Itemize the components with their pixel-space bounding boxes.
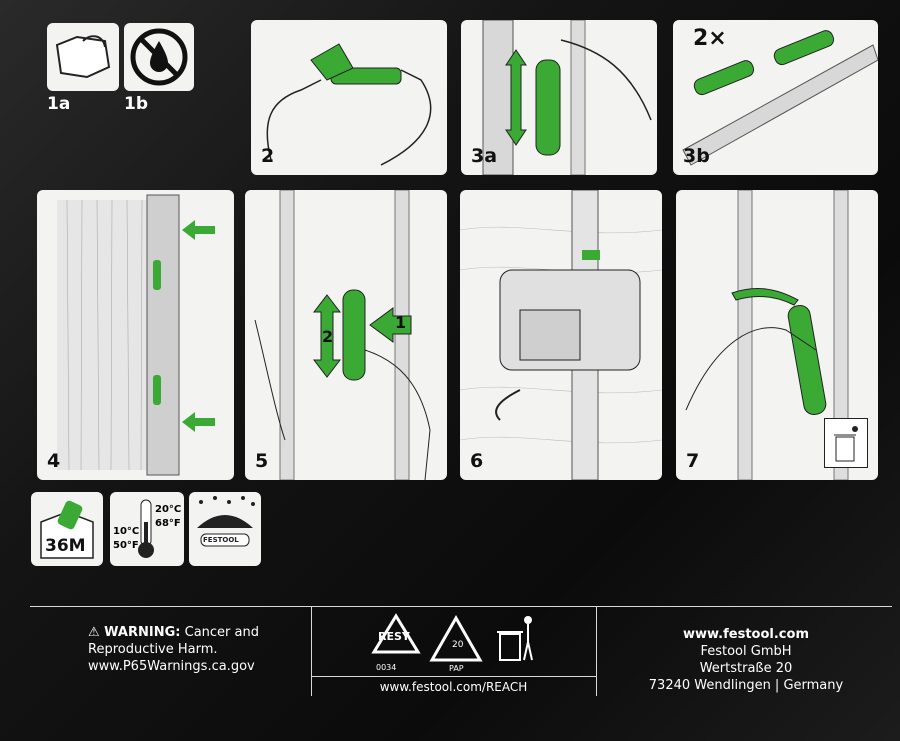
resy-recycle-icon (371, 613, 421, 654)
umbrella-rain-icon (197, 496, 255, 547)
open-box-icon (40, 500, 94, 559)
panel-temperature: 20°C 68°F 10°C 50°F (110, 492, 184, 566)
pap-recycle-icon (429, 614, 483, 662)
resy-label: RESY (378, 630, 410, 643)
two-strips-illustration (682, 30, 878, 166)
label-4: 4 (47, 450, 61, 472)
peel-strip-illustration (266, 43, 432, 166)
recycling-icons (371, 613, 533, 662)
panel-7: 7 (676, 190, 878, 480)
panel-3a: 3a (461, 20, 657, 175)
footer-divider-right (596, 606, 597, 696)
company-block: www.festool.com Festool GmbH Wertstraße … (600, 626, 892, 694)
warning-text-2: Reproductive Harm. (88, 642, 218, 657)
warning-block: ⚠ WARNING: Cancer and Reproductive Harm.… (88, 624, 308, 675)
quantity-label: 2× (693, 26, 727, 51)
panel-2: 2 (251, 20, 447, 175)
trash-disposal-icon (497, 616, 533, 661)
label-1a: 1a (47, 94, 71, 114)
pap-label: PAP (449, 664, 464, 673)
panel-1a (47, 23, 119, 91)
panel-6: 6 (460, 190, 662, 480)
panel-4: 4 (37, 190, 234, 480)
thermometer-icon (138, 499, 154, 558)
no-oil-icon (130, 28, 188, 86)
resy-code: 0034 (376, 663, 397, 672)
label-1b: 1b (124, 94, 148, 114)
label-5: 5 (255, 450, 269, 472)
warning-title: ⚠ WARNING: (88, 625, 181, 640)
shelf-life-label: 36M (45, 536, 86, 556)
pap-number: 20 (452, 640, 464, 650)
saw-cut-illustration (460, 190, 662, 480)
company-city: 73240 Wendlingen | Germany (648, 678, 844, 693)
panel-5: 1 2 5 (245, 190, 447, 480)
company-url: www.festool.com (682, 627, 809, 642)
temp-low-f: 50°F (113, 540, 139, 551)
step-2-label: 2 (322, 327, 334, 346)
label-6: 6 (470, 450, 484, 472)
company-name: Festool GmbH (700, 644, 792, 659)
footer-reach-rule (311, 676, 596, 677)
label-2: 2 (261, 145, 275, 167)
remove-strip-illustration (685, 190, 849, 480)
label-7: 7 (686, 450, 700, 472)
label-3b: 3b (683, 145, 710, 167)
brand-logo: FESTOOL (203, 536, 239, 544)
warning-url: www.P65Warnings.ca.gov (88, 659, 255, 674)
footer-top-rule (30, 606, 892, 607)
cloth-icon (55, 35, 111, 79)
panel-keep-dry: FESTOOL (189, 492, 261, 566)
step-1-label: 1 (395, 313, 407, 332)
temp-low-c: 10°C (113, 526, 140, 537)
attach-strip-illustration (482, 20, 652, 175)
panel-1b (124, 23, 194, 91)
trash-bin-icon (824, 418, 868, 468)
align-rail-illustration (57, 194, 215, 476)
company-street: Wertstraße 20 (699, 661, 793, 676)
panel-3b: 2× 3b (673, 20, 878, 175)
footer-divider-left (311, 606, 312, 696)
temp-high-f: 68°F (155, 518, 181, 529)
warning-text-1: Cancer and (180, 625, 259, 640)
panel-shelf-life: 36M (31, 492, 103, 566)
label-3a: 3a (471, 145, 498, 167)
temp-high-c: 20°C (155, 504, 182, 515)
press-strip-illustration (254, 190, 431, 480)
reach-url: www.festool.com/REACH (379, 680, 528, 694)
